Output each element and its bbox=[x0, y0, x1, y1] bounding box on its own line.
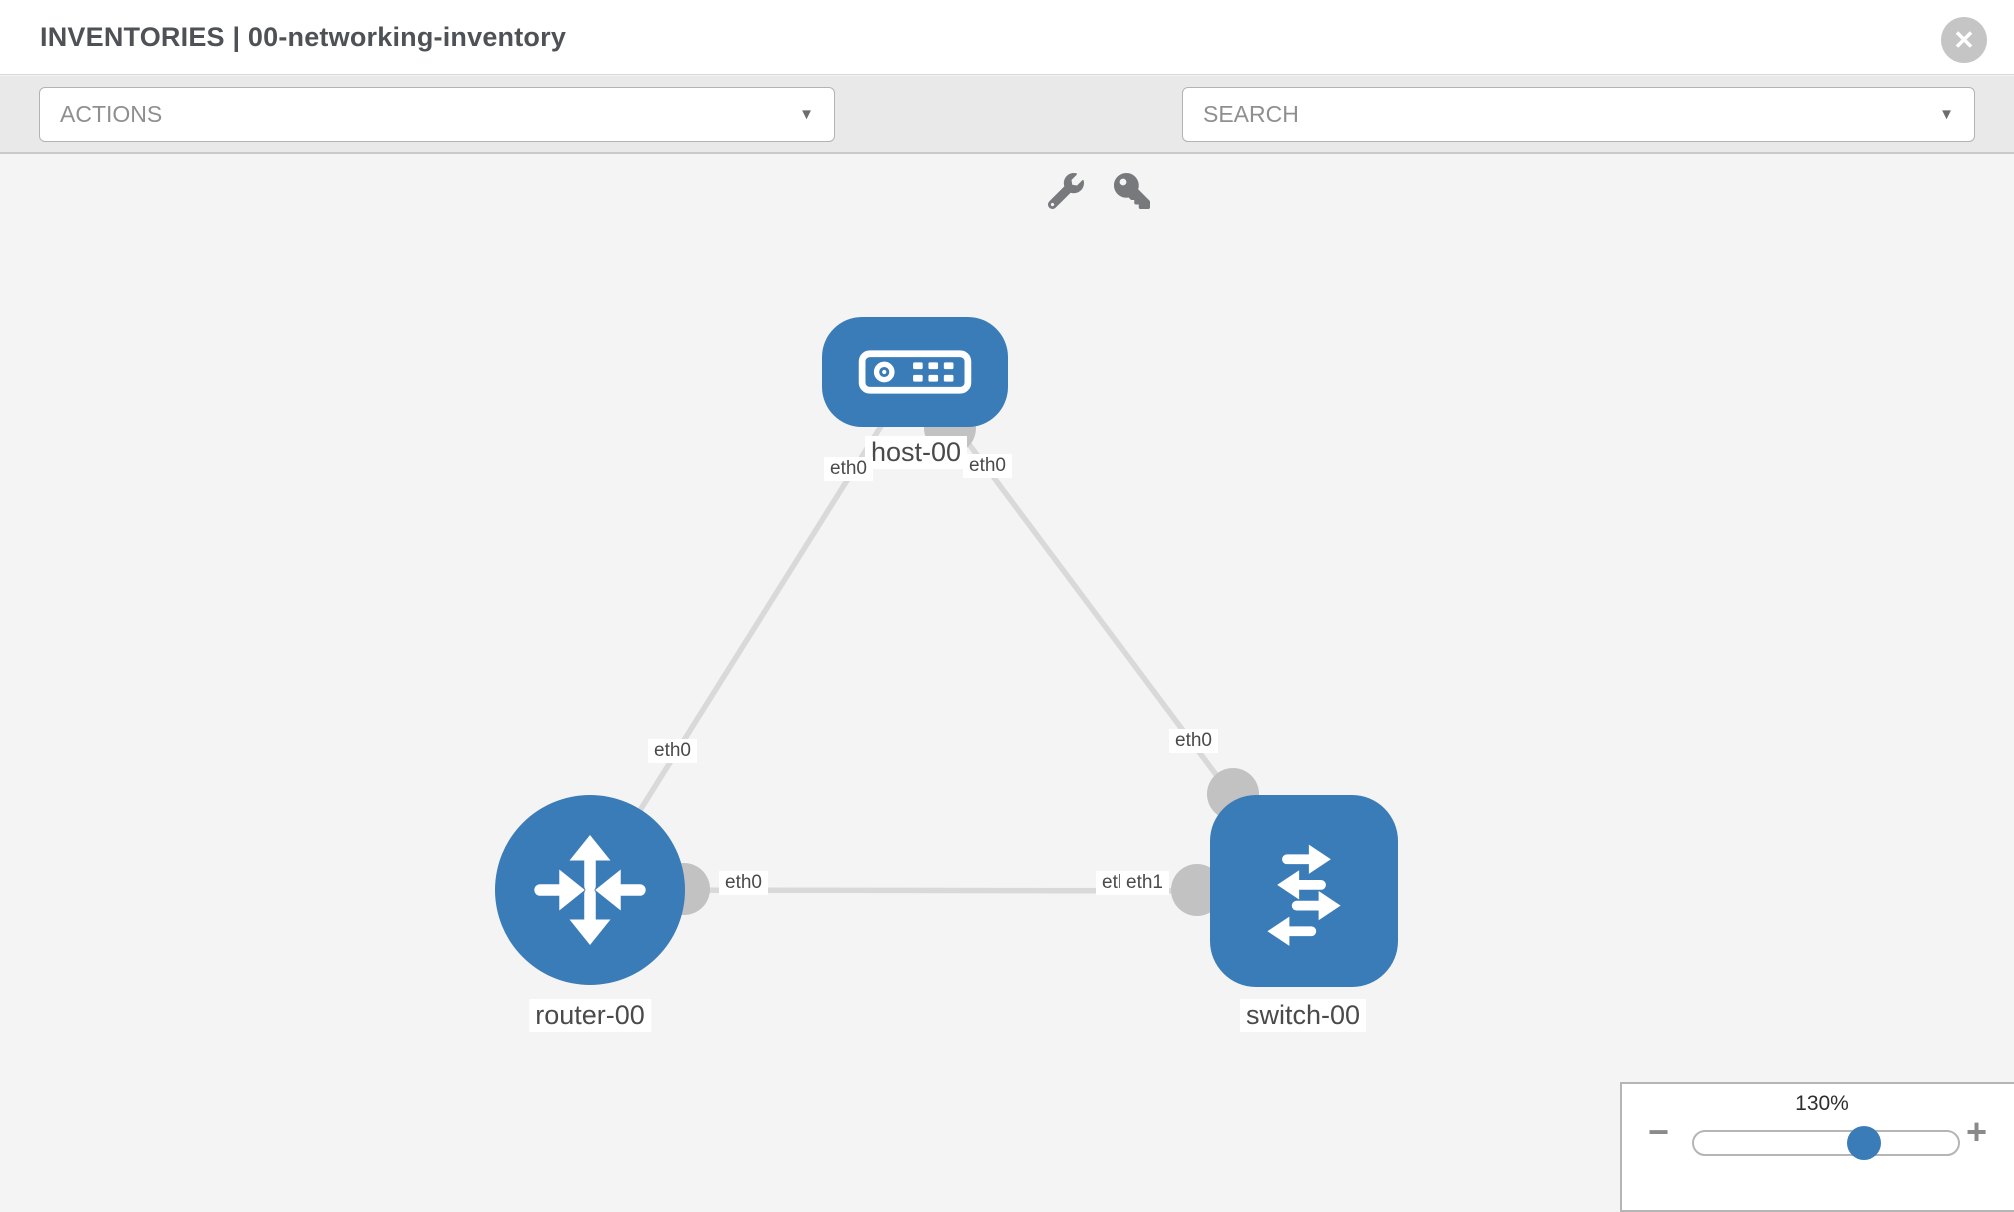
node-host-00[interactable] bbox=[822, 317, 1008, 427]
chevron-down-icon: ▼ bbox=[1939, 106, 1954, 123]
zoom-out-button[interactable]: − bbox=[1648, 1111, 1670, 1152]
close-icon[interactable]: ✕ bbox=[1941, 17, 1987, 63]
node-label-host: host-00 bbox=[864, 436, 968, 469]
wrench-icon[interactable] bbox=[1047, 173, 1084, 210]
iface-label-host-eth0-right: eth0 bbox=[963, 454, 1012, 478]
iface-label-host-eth0-left: eth0 bbox=[824, 457, 873, 481]
node-label-switch: switch-00 bbox=[1239, 999, 1367, 1032]
actions-dropdown[interactable]: ACTIONS ▼ bbox=[39, 87, 835, 142]
iface-label-switch-eth1: eth1 bbox=[1120, 871, 1169, 895]
host-icon bbox=[858, 350, 972, 394]
toolbar: ACTIONS ▼ SEARCH ▼ bbox=[0, 76, 2014, 210]
key-icon[interactable] bbox=[1114, 173, 1150, 209]
zoom-slider[interactable] bbox=[1692, 1130, 1960, 1156]
breadcrumb-header: INVENTORIES | 00-networking-inventory ✕ bbox=[0, 0, 2014, 75]
zoom-level-value: 130% bbox=[1795, 1092, 1849, 1115]
iface-label-switch-eth0-top: eth0 bbox=[1169, 729, 1218, 753]
node-label-router: router-00 bbox=[529, 999, 651, 1032]
chevron-down-icon: ▼ bbox=[799, 106, 814, 123]
close-glyph: ✕ bbox=[1953, 24, 1975, 55]
zoom-slider-thumb[interactable] bbox=[1847, 1126, 1881, 1160]
topology-canvas[interactable]: host-00 router-00 switch-00 eth0 eth0 et… bbox=[0, 156, 2014, 1200]
zoom-in-button[interactable]: + bbox=[1966, 1111, 1988, 1152]
search-dropdown[interactable]: SEARCH ▼ bbox=[1182, 87, 1975, 142]
node-router-00[interactable] bbox=[495, 795, 685, 985]
topology-links bbox=[587, 370, 1306, 916]
search-dropdown-label: SEARCH bbox=[1203, 101, 1299, 127]
zoom-panel: 130% − + bbox=[1620, 1082, 2014, 1212]
router-icon bbox=[534, 834, 646, 946]
iface-label-router-eth0-top: eth0 bbox=[648, 739, 697, 763]
page-title: INVENTORIES | 00-networking-inventory bbox=[40, 22, 567, 52]
iface-label-router-eth0-mid: eth0 bbox=[719, 871, 768, 895]
switch-icon bbox=[1267, 844, 1341, 946]
node-switch-00[interactable] bbox=[1210, 795, 1398, 987]
actions-dropdown-label: ACTIONS bbox=[60, 101, 163, 127]
